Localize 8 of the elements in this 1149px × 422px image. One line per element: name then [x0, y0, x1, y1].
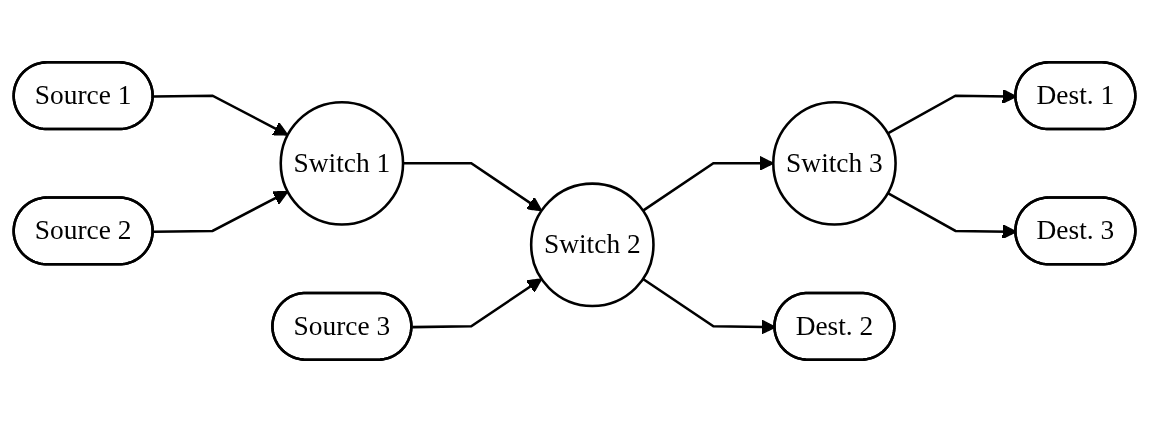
arrow [153, 190, 289, 234]
arrow [403, 162, 543, 212]
arrow [642, 155, 774, 212]
node-circle: Switch 3 [772, 100, 897, 226]
arrow [412, 278, 543, 329]
arrow [153, 94, 289, 136]
node-circle: Switch 2 [529, 182, 655, 308]
node-circle: Switch 1 [279, 100, 405, 226]
